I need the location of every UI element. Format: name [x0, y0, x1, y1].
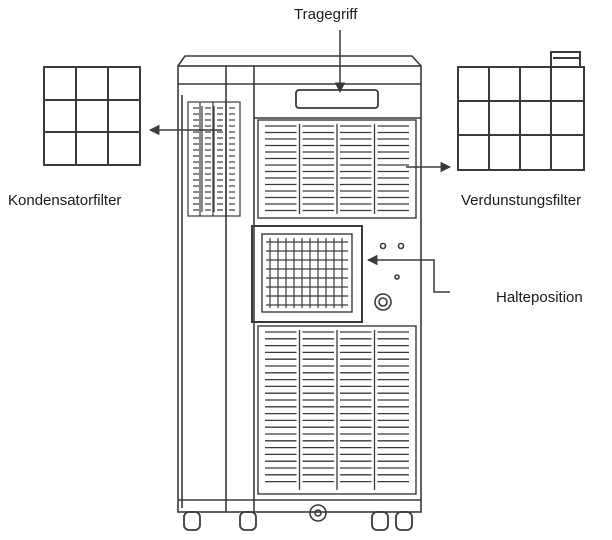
- evaporator-filter-grid: [457, 51, 585, 171]
- upper-grille-frame: [257, 119, 417, 219]
- filter-frame-grid: [266, 238, 348, 308]
- rear-ports: [374, 242, 405, 311]
- pointer-arrows: [148, 30, 452, 293]
- holding-position-arrow: [366, 254, 450, 293]
- side-grille: [193, 106, 235, 212]
- lower-grille: [265, 330, 409, 490]
- evaporator-filter-frame: [251, 225, 363, 323]
- label-carry-handle: Tragegriff: [294, 6, 358, 23]
- base: [178, 499, 421, 522]
- label-evaporator-filter: Verdunstungsfilter: [461, 192, 582, 209]
- label-holding-position: Halteposition: [496, 289, 583, 306]
- upper-grille: [265, 124, 409, 214]
- label-condenser-filter: Kondensatorfilter: [8, 192, 122, 209]
- carry-handle: [295, 89, 379, 109]
- condenser-filter-grid: [43, 66, 141, 166]
- wheels: [183, 511, 413, 531]
- lower-grille-frame: [257, 325, 417, 495]
